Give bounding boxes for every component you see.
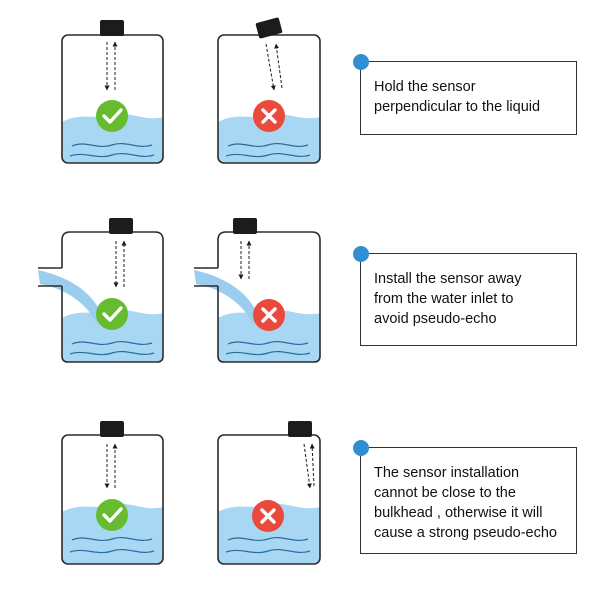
water [218,309,320,362]
note-box-1: Hold the sensor perpendicular to the liq… [353,54,579,135]
wave-line [227,340,309,346]
emitted-wave [265,43,276,91]
check-circle-icon [96,298,128,330]
water [62,309,163,362]
water [218,503,320,564]
echo-wave [309,443,315,487]
water [62,503,163,564]
wave-line [71,536,153,542]
row-2-wrong-tank [194,218,321,363]
sensor [233,218,257,234]
check-circle-icon [96,100,128,132]
wave-line [71,340,153,346]
note-box-2: Install the sensor away from the water i… [353,246,579,346]
note-line: avoid pseudo-echo [374,311,497,327]
sensor [109,218,133,234]
wave-line [71,142,153,148]
row-1-correct-tank [61,20,164,164]
cross-circle-icon [253,100,285,132]
water [218,113,320,163]
tank-outline [61,231,164,363]
wave-line [69,548,155,554]
note-text-1: Hold the sensor perpendicular to the liq… [374,77,579,117]
note-line: bulkhead , otherwise it will [374,505,543,521]
wave-line [69,350,155,356]
bullet-dot-icon [353,440,369,456]
water [62,113,163,163]
note-line: perpendicular to the liquid [374,99,541,115]
wave-line [225,350,311,356]
tank-outline [217,434,321,565]
note-line: Install the sensor away [374,271,522,287]
note-text-2: Install the sensor away from the water i… [374,269,579,329]
tank-outline [217,231,321,363]
note-box-3: The sensor installation cannot be close … [353,440,579,554]
cross-circle-icon [252,500,284,532]
note-line: cannot be close to the [374,485,516,501]
sensor [100,20,124,36]
emitted-wave [303,443,312,489]
row-1-wrong-tank [217,17,321,164]
wave-line [227,142,309,148]
wave-line [225,152,311,158]
note-line: from the water inlet to [374,291,514,307]
sensor [100,421,124,437]
note-text-3: The sensor installation cannot be close … [374,463,579,543]
sensor-tilted [255,17,283,39]
bullet-dot-icon [353,246,369,262]
inlet-flow [194,270,260,322]
wave-line [69,152,155,158]
echo-wave [274,43,283,89]
sensor-near-wall [288,421,312,437]
inlet-pipe [194,267,218,287]
row-2-correct-tank [38,218,164,363]
wave-line [225,548,311,554]
wave-line [227,536,309,542]
bullet-dot-icon [353,54,369,70]
note-line: cause a strong pseudo-echo [374,525,557,541]
cross-circle-icon [253,299,285,331]
inlet-flow [38,270,104,322]
note-line: The sensor installation [374,465,520,481]
inlet-pipe [38,267,62,287]
row-3-wrong-tank [217,421,321,565]
note-line: Hold the sensor [374,79,476,95]
check-circle-icon [96,499,128,531]
row-3-correct-tank [61,421,164,565]
